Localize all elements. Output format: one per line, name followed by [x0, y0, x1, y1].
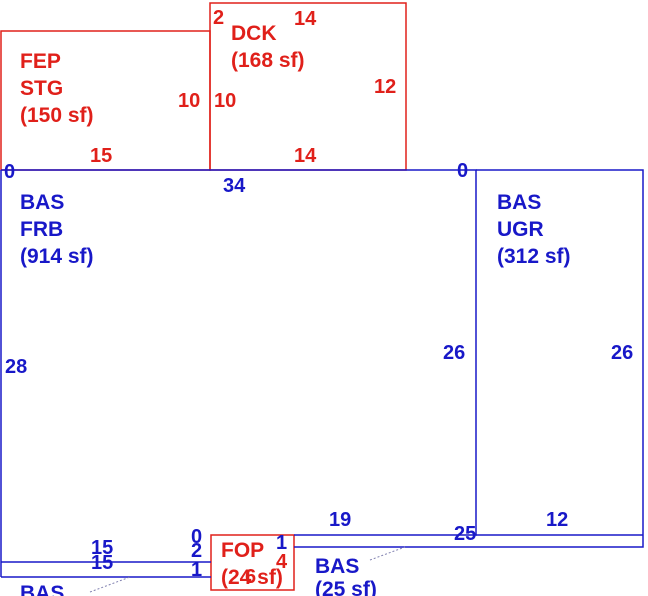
dim-frb-top: 34 — [223, 175, 246, 197]
fep-label-line1: FEP — [20, 50, 61, 73]
dim-dck-corner: 2 — [213, 7, 224, 29]
dim-frb-bottom-right: 25 — [454, 523, 476, 545]
dim-ugr-bottom: 12 — [546, 509, 568, 531]
dim-fop-center-6: 6 — [245, 566, 256, 588]
dim-fop-left-zero: 0 — [191, 526, 202, 548]
dim-fop-right-4: 4 — [276, 551, 288, 573]
dim-frb-right: 26 — [443, 342, 465, 364]
bas-frb-outline — [1, 169, 477, 536]
dim-fep-bottom: 15 — [90, 145, 112, 167]
fep-label-line3: (150 sf) — [20, 104, 94, 127]
dck-label-line2: (168 sf) — [231, 49, 305, 72]
dim-dck-bottom: 14 — [294, 145, 317, 167]
bas-ugr-label-line3: (312 sf) — [497, 245, 571, 268]
dim-fep-right: 10 — [178, 90, 200, 112]
fop-label-line2: (24 sf) — [221, 566, 283, 589]
dim-fop-right-1: 1 — [276, 532, 287, 554]
bas-frb-label-line2: FRB — [20, 218, 63, 241]
dim-bottom-left-bottom: 15 — [91, 552, 113, 574]
bas-bottom-label: BAS — [20, 582, 64, 596]
dim-fop-left-1: 1 — [191, 559, 202, 581]
fop-label-line1: FOP — [221, 539, 264, 562]
dim-frb-bottom: 19 — [329, 509, 351, 531]
leader-line-right — [369, 546, 406, 561]
dim-dck-right: 12 — [374, 76, 396, 98]
dim-frb-left: 28 — [5, 356, 27, 378]
bas-ugr-label-line1: BAS — [497, 191, 541, 214]
bas-ugr-outline — [294, 169, 644, 548]
dim-bottom-left-top: 15 — [91, 537, 113, 559]
dim-dck-left: 10 — [214, 90, 236, 112]
dim-fop-left-2: 2 — [191, 540, 202, 562]
dck-label-line1: DCK — [231, 22, 277, 45]
bas-small-label-line2: (25 sf) — [315, 578, 377, 596]
dim-dck-top: 14 — [294, 8, 317, 30]
leader-line-left — [89, 576, 131, 593]
bas-ugr-label-line2: UGR — [497, 218, 544, 241]
bas-small-label-line1: BAS — [315, 555, 359, 578]
bas-frb-label-line1: BAS — [20, 191, 64, 214]
fep-label-line2: STG — [20, 77, 63, 100]
dim-fep-left-zero: 0 — [4, 161, 15, 183]
dim-ugr-right: 26 — [611, 342, 633, 364]
bas-frb-label-line3: (914 sf) — [20, 245, 94, 268]
dim-frb-right-zero: 0 — [457, 160, 468, 182]
